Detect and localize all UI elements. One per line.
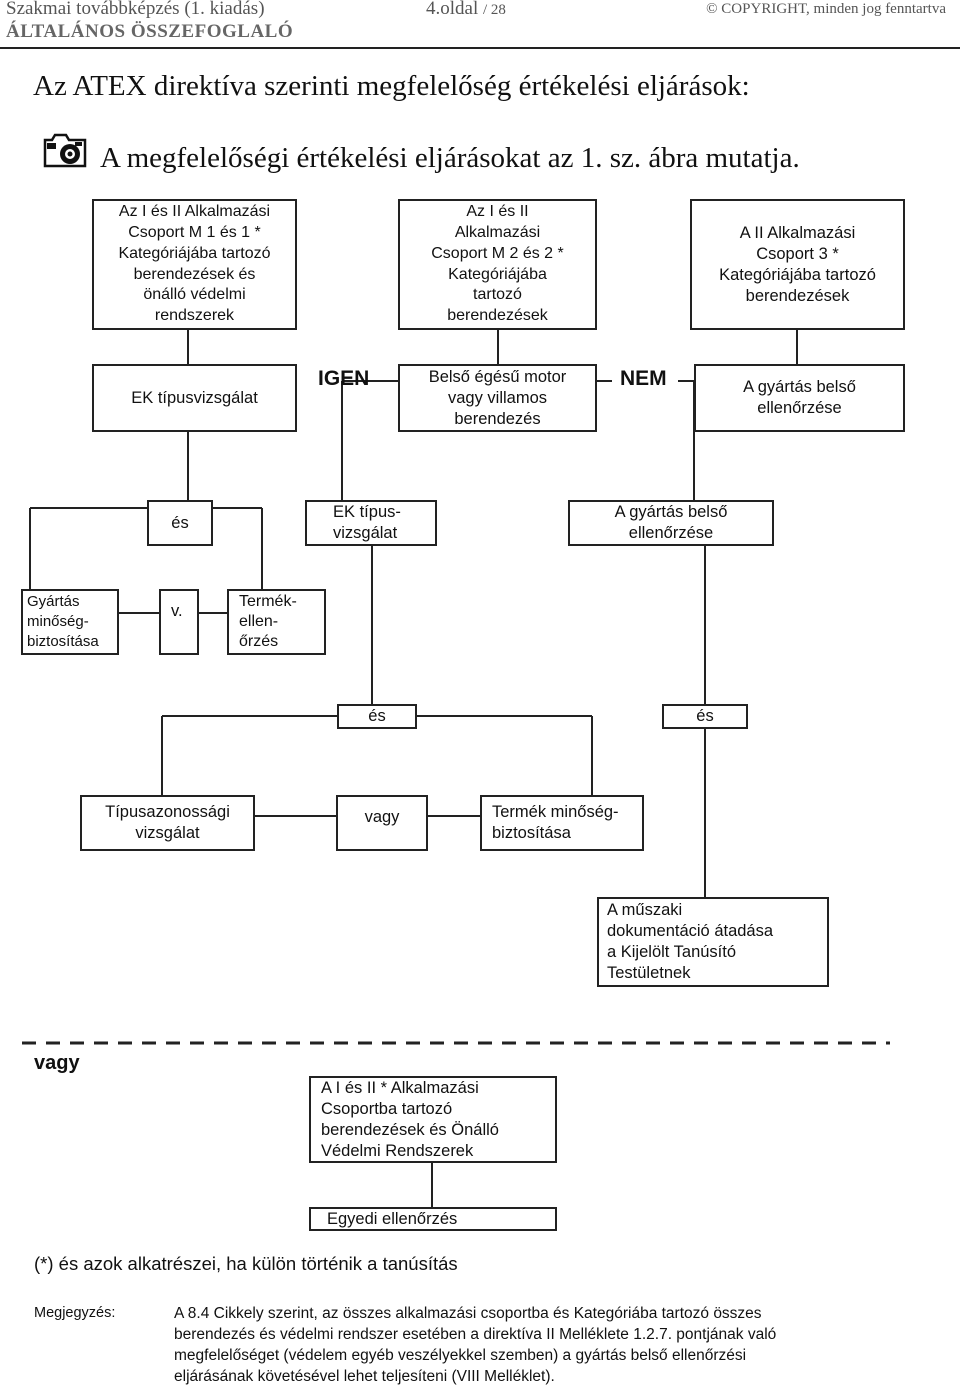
box-category-2-equipment: Az I és II Alkalmazási Csoport M 2 és 2 … xyxy=(398,199,597,330)
label-or-alternative: vagy xyxy=(34,1052,80,1074)
box-and-right: és xyxy=(662,704,748,729)
box-and-left: és xyxy=(147,500,213,546)
box-and-middle: és xyxy=(337,704,417,729)
page-heading: Az ATEX direktíva szerinti megfelelőség … xyxy=(33,70,750,102)
box-category-3-equipment: A II Alkalmazási Csoport 3 * Kategóriájá… xyxy=(690,199,905,330)
box-or-short: v. xyxy=(159,589,199,655)
box-ek-type-examination: EK típusvizsgálat xyxy=(92,364,297,432)
box-product-quality-assurance: Termék minőség- biztosítása xyxy=(480,795,644,851)
page-total: / 28 xyxy=(483,2,506,18)
header-divider xyxy=(0,47,960,49)
label-no: NEM xyxy=(620,367,667,390)
label-yes: IGEN xyxy=(318,367,370,390)
course-title: Szakmai továbbképzés (1. kiadás) xyxy=(6,0,265,19)
box-product-verification: Termék- ellen- őrzés xyxy=(227,589,326,655)
section-title: ÁLTALÁNOS ÖSSZEFOGLALÓ xyxy=(6,21,294,42)
note-line: A 8.4 Cikkely szerint, az összes alkalma… xyxy=(174,1305,762,1322)
box-category-1-equipment: Az I és II Alkalmazási Csoport M 1 és 1 … xyxy=(92,199,297,330)
copyright-notice: © COPYRIGHT, minden jog fenntartva xyxy=(706,1,946,17)
figure-intro: A megfelelőségi értékelési eljárásokat a… xyxy=(100,142,800,174)
note-line: berendezés és védelmi rendszer esetében … xyxy=(174,1326,777,1343)
box-group-i-ii-equipment: A I és II * Alkalmazási Csoportba tartoz… xyxy=(309,1076,557,1163)
box-combustion-engine-or-electrical: Belső égésű motor vagy villamos berendez… xyxy=(398,364,597,432)
box-internal-production-control: A gyártás belső ellenőrzése xyxy=(694,364,905,432)
box-ek-type-examination-2: EK típus- vizsgálat xyxy=(305,500,437,546)
page-current: 4.oldal xyxy=(426,0,479,19)
footnote: (*) és azok alkatrészei, ha külön történ… xyxy=(34,1253,458,1274)
box-type-conformity-check: Típusazonossági vizsgálat xyxy=(80,795,255,851)
note-text: A 8.4 Cikkely szerint, az összes alkalma… xyxy=(174,1303,954,1387)
box-internal-production-control-2: A gyártás belső ellenőrzése xyxy=(568,500,774,546)
box-or: vagy xyxy=(336,795,428,851)
box-unit-verification: Egyedi ellenőrzés xyxy=(309,1207,557,1231)
note-line: eljárásának követésével lehet teljesíten… xyxy=(174,1368,555,1385)
camera-icon xyxy=(43,133,87,168)
box-production-quality-assurance: Gyártás minőség- biztosítása xyxy=(21,589,119,655)
note-label: Megjegyzés: xyxy=(34,1305,116,1321)
note-line: megfelelőséget (védelem egyéb veszélyekk… xyxy=(174,1347,747,1364)
page-number: 4.oldal / 28 xyxy=(426,0,506,20)
box-technical-documentation-handover: A műszaki dokumentáció átadása a Kijelöl… xyxy=(597,897,829,987)
